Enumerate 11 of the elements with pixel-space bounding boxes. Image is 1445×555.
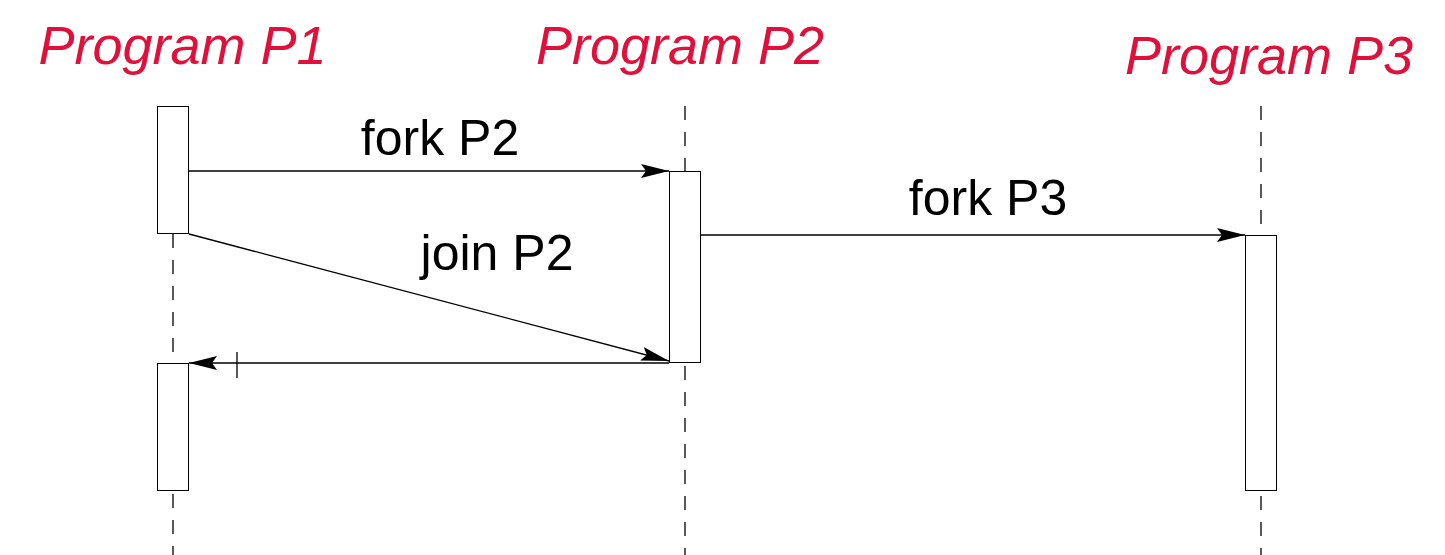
activation-bar <box>157 106 189 234</box>
edge-label: fork P2 <box>360 113 520 163</box>
arrow <box>700 228 1246 242</box>
activation-bar <box>669 171 701 363</box>
activation-bar <box>1245 235 1277 491</box>
edge-label: fork P3 <box>908 173 1068 223</box>
arrow <box>188 351 670 379</box>
arrow <box>188 164 670 178</box>
edge-label: join P2 <box>420 228 574 278</box>
activation-bar <box>157 363 189 491</box>
arrow <box>188 233 670 362</box>
